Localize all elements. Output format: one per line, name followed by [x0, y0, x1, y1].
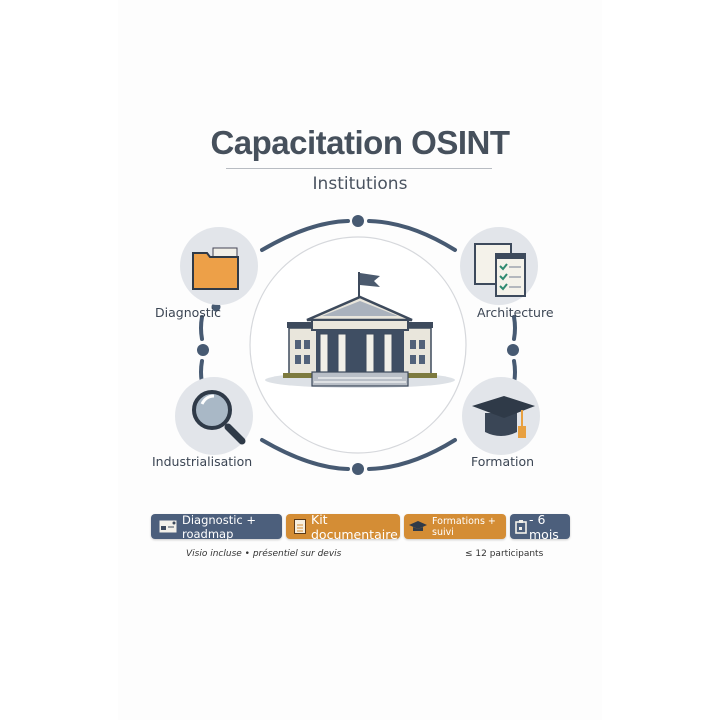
- calendar-icon: [515, 519, 527, 534]
- note-delivery: Visio incluse • présentiel sur devis: [186, 549, 342, 559]
- chip-label: Formations + suivi: [432, 515, 496, 538]
- chip-duration: - 6 mois: [510, 511, 570, 542]
- chip-diagnostic-roadmap: Diagnostic + roadmap: [151, 512, 282, 541]
- chip-label: Diagnostic + roadmap: [182, 512, 257, 541]
- id-card-icon: [159, 520, 177, 533]
- page-title: Capacitation OSINT: [210, 124, 510, 161]
- page-subtitle: Institutions: [312, 174, 408, 194]
- chip-label: Kit documentaire: [311, 511, 398, 542]
- checklist-documents-icon: [474, 243, 526, 297]
- document-icon: [294, 519, 306, 534]
- magnifier-icon: [192, 390, 246, 445]
- folder-icon: [192, 247, 239, 290]
- title-divider: [226, 168, 492, 169]
- note-participants: ≤ 12 participants: [465, 549, 544, 559]
- graduation-cap-icon: [472, 396, 535, 438]
- chip-formations-suivi: Formations + suivi: [404, 514, 506, 539]
- chip-kit-documentaire: Kit documentaire: [286, 511, 400, 542]
- node-label-diagnostic: Diagnostic: [155, 305, 222, 320]
- node-label-architecture: Architecture: [477, 305, 554, 320]
- chip-label: - 6 mois: [529, 511, 559, 542]
- graduation-cap-icon: [409, 521, 427, 531]
- node-label-formation: Formation: [471, 454, 535, 469]
- node-label-industrialisation: Industrialisation: [152, 454, 253, 469]
- institution-building-icon: [265, 272, 455, 388]
